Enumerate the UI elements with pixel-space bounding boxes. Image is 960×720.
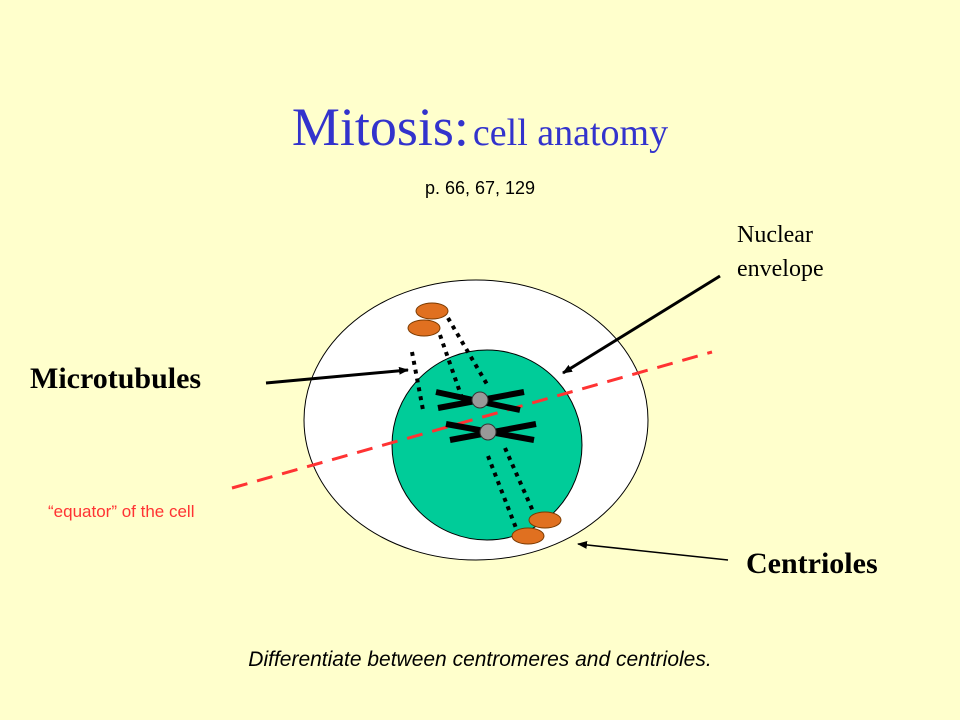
page-title: Mitosis: cell anatomy [0,96,960,158]
nuclear-envelope-label-line2: envelope [737,256,824,282]
centriole-top-1 [415,302,449,320]
nuclear-envelope-label-line1: Nuclear [737,222,813,248]
title-subtitle: cell anatomy [472,112,669,154]
centriole-bottom-1 [528,511,562,529]
centrioles-arrow [577,540,729,561]
microtubules-arrow [265,366,409,385]
centromere-upper [471,391,489,409]
nuclear-envelope-arrow [562,274,721,375]
microtubules-label: Microtubules [30,362,202,395]
centriole-bottom-2 [511,527,545,545]
nucleus [391,349,583,541]
equator-label: “equator” of the cell [48,502,195,521]
title-main: Mitosis: [291,97,469,157]
nuclear-envelope-label: Nuclear envelope [737,218,887,286]
centrioles-label: Centrioles [746,547,878,580]
page-references: p. 66, 67, 129 [424,178,536,198]
centromere-lower [479,423,497,441]
microtubules-upper [410,316,490,411]
centriole-top-2 [407,319,441,337]
equator-line [231,350,713,490]
microtubules-lower [486,447,538,529]
footer-note: Differentiate between centromeres and ce… [248,648,712,671]
